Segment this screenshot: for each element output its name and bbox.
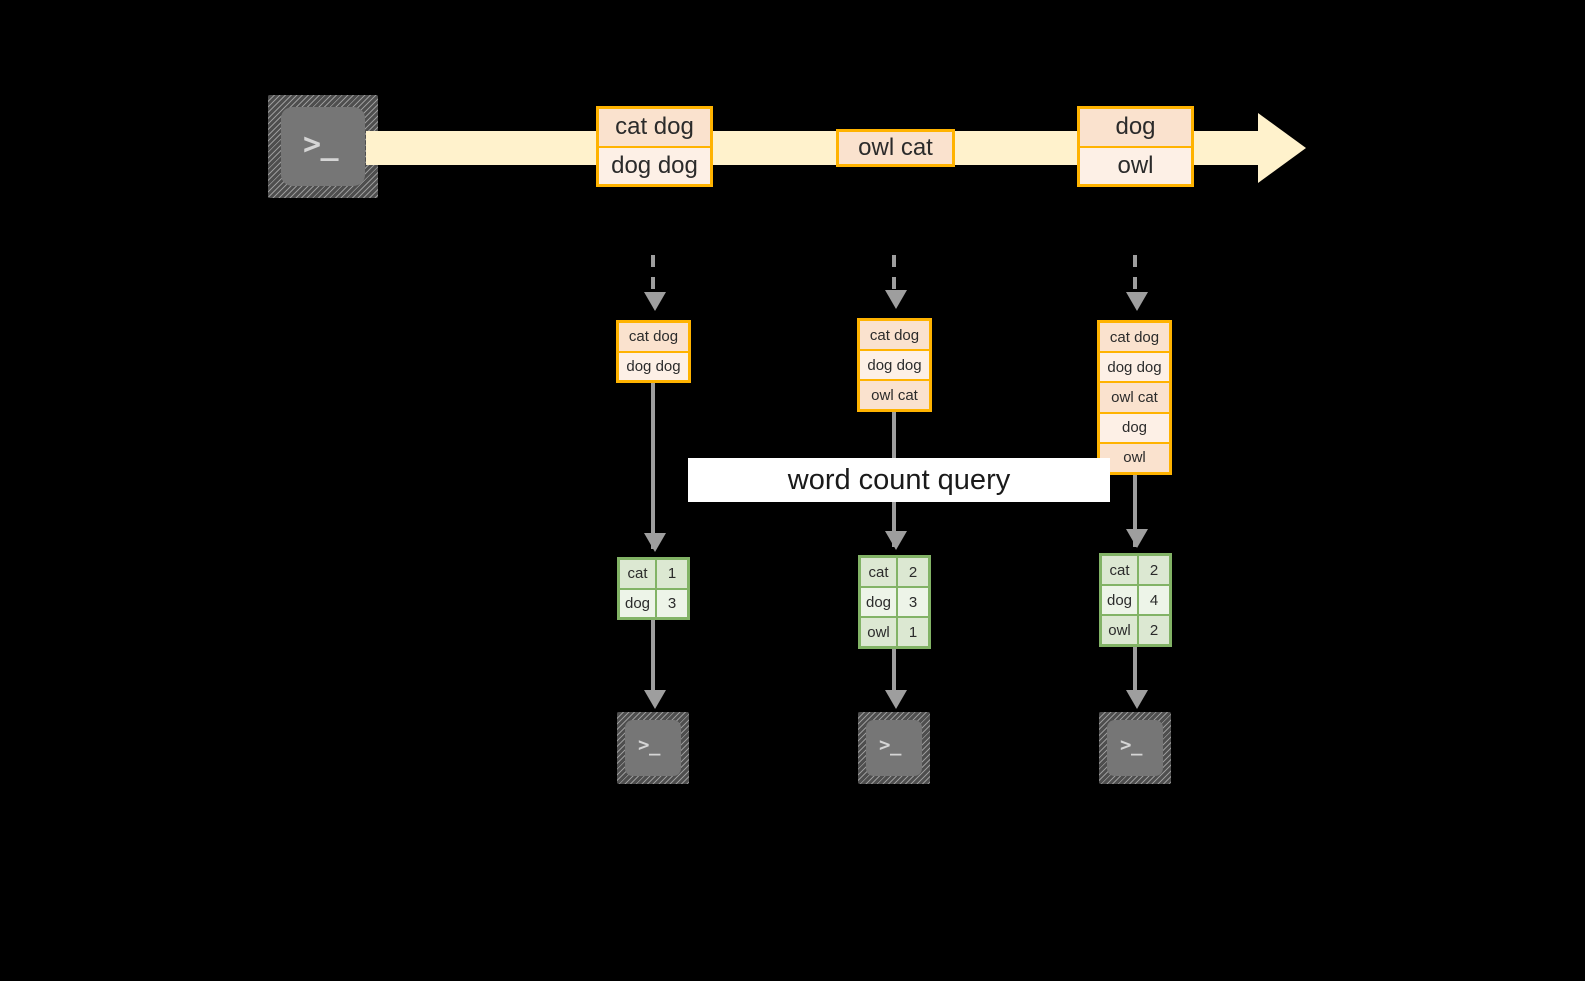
result-row: dog 3 bbox=[861, 586, 928, 616]
result-word: owl bbox=[1102, 616, 1139, 644]
snapshot-3-result-table: cat 2 dog 4 owl 2 bbox=[1099, 553, 1172, 647]
result-row: dog 4 bbox=[1102, 584, 1169, 614]
stream-event-line: owl bbox=[1080, 145, 1191, 184]
snapshot-1-sink-arrowhead bbox=[644, 690, 666, 709]
result-row: dog 3 bbox=[620, 587, 687, 617]
result-word: dog bbox=[620, 589, 657, 617]
terminal-body bbox=[281, 107, 365, 186]
stream-event-line: owl cat bbox=[839, 132, 952, 164]
terminal-body bbox=[866, 720, 922, 776]
result-word: owl bbox=[861, 618, 898, 646]
snapshot-1-feed-arrowhead bbox=[644, 292, 666, 311]
result-count: 2 bbox=[1139, 616, 1169, 644]
snapshot-1-feed-line bbox=[651, 255, 655, 293]
snapshot-1-query-arrowhead bbox=[644, 533, 666, 552]
snapshot-2-state-table: cat dog dog dog owl cat bbox=[857, 318, 932, 412]
state-row: dog dog bbox=[619, 350, 688, 380]
state-row: dog dog bbox=[1100, 351, 1169, 382]
snapshot-3-query-line bbox=[1133, 475, 1137, 547]
state-row: owl cat bbox=[860, 379, 929, 409]
snapshot-2-sink-arrowhead bbox=[885, 690, 907, 709]
terminal-prompt-icon: >_ bbox=[879, 734, 902, 756]
result-count: 1 bbox=[898, 618, 928, 646]
state-row: dog bbox=[1100, 411, 1169, 442]
result-word: cat bbox=[620, 560, 657, 588]
stream-event-group-3: dog owl bbox=[1077, 106, 1194, 187]
snapshot-1-result-table: cat 1 dog 3 bbox=[617, 557, 690, 620]
result-word: cat bbox=[1102, 556, 1139, 584]
state-row: cat dog bbox=[1100, 323, 1169, 352]
snapshot-2-query-arrowhead bbox=[885, 531, 907, 550]
state-row: cat dog bbox=[619, 323, 688, 351]
snapshot-2-result-table: cat 2 dog 3 owl 1 bbox=[858, 555, 931, 649]
snapshot-3-feed-line bbox=[1133, 255, 1137, 293]
stream-event-group-1: cat dog dog dog bbox=[596, 106, 713, 187]
result-row: owl 1 bbox=[861, 616, 928, 646]
snapshot-2-sink-line bbox=[892, 649, 896, 698]
snapshot-1-sink-line bbox=[651, 620, 655, 698]
terminal-prompt-icon: >_ bbox=[638, 734, 661, 756]
result-count: 2 bbox=[1139, 556, 1169, 584]
result-row: cat 1 bbox=[620, 560, 687, 588]
result-count: 3 bbox=[898, 588, 928, 616]
snapshot-2-feed-line bbox=[892, 255, 896, 291]
result-count: 1 bbox=[657, 560, 687, 588]
snapshot-1-query-line bbox=[651, 383, 655, 549]
word-count-query-label: word count query bbox=[688, 458, 1110, 502]
result-word: cat bbox=[861, 558, 898, 586]
terminal-prompt-icon: >_ bbox=[303, 127, 339, 162]
stream-event-line: dog bbox=[1080, 109, 1191, 146]
snapshot-3-sink-line bbox=[1133, 647, 1137, 698]
result-word: dog bbox=[861, 588, 898, 616]
result-count: 2 bbox=[898, 558, 928, 586]
state-row: cat dog bbox=[860, 321, 929, 349]
snapshot-3-feed-arrowhead bbox=[1126, 292, 1148, 311]
source-terminal: >_ bbox=[268, 95, 378, 198]
snapshot-1-sink-terminal: >_ bbox=[617, 712, 689, 784]
stream-event-group-2: owl cat bbox=[836, 129, 955, 167]
state-row: owl bbox=[1100, 441, 1169, 472]
snapshot-3-sink-arrowhead bbox=[1126, 690, 1148, 709]
terminal-body bbox=[625, 720, 681, 776]
terminal-body bbox=[1107, 720, 1163, 776]
result-row: cat 2 bbox=[861, 558, 928, 586]
snapshot-1-state-table: cat dog dog dog bbox=[616, 320, 691, 383]
snapshot-2-feed-arrowhead bbox=[885, 290, 907, 309]
stream-event-line: cat dog bbox=[599, 109, 710, 146]
event-stream-arrow-head bbox=[1258, 113, 1306, 183]
snapshot-3-state-table: cat dog dog dog owl cat dog owl bbox=[1097, 320, 1172, 475]
result-word: dog bbox=[1102, 586, 1139, 614]
state-row: owl cat bbox=[1100, 381, 1169, 412]
terminal-prompt-icon: >_ bbox=[1120, 734, 1143, 756]
snapshot-3-query-arrowhead bbox=[1126, 529, 1148, 548]
result-count: 4 bbox=[1139, 586, 1169, 614]
state-row: dog dog bbox=[860, 349, 929, 379]
stream-event-line: dog dog bbox=[599, 145, 710, 184]
result-row: cat 2 bbox=[1102, 556, 1169, 584]
result-row: owl 2 bbox=[1102, 614, 1169, 644]
snapshot-3-sink-terminal: >_ bbox=[1099, 712, 1171, 784]
snapshot-2-sink-terminal: >_ bbox=[858, 712, 930, 784]
result-count: 3 bbox=[657, 589, 687, 617]
